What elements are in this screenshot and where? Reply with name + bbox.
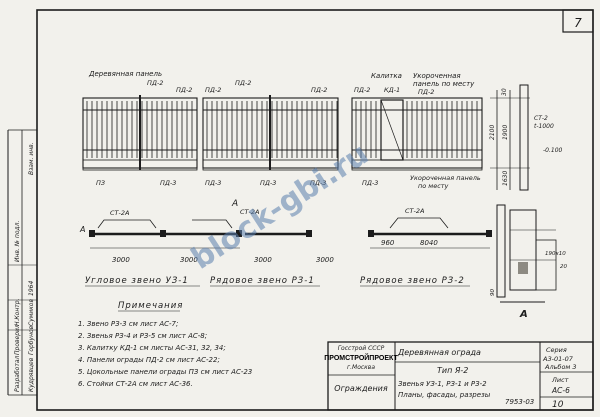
- plan-st2a-1: СТ-2А: [110, 209, 129, 217]
- caption-rz2: Рядовое звено РЗ-2: [360, 276, 465, 286]
- side-name-2: Сумиков: [28, 299, 35, 326]
- plan-dim-960: 960: [381, 239, 395, 247]
- side-titleblock: Разработал Кудрявцев Проверил Горбунов Н…: [7, 129, 37, 396]
- facade-bottom-labels: ПЗ ПД-3 ПД-3 ПД-3 ПД-3 ПД-3 Укороченная …: [96, 174, 481, 190]
- sheet-number: 7: [574, 16, 582, 30]
- side-name-1: Горбунов: [28, 325, 35, 355]
- note-1: 1. Звено РЗ-3 см лист АС-7;: [78, 320, 178, 328]
- notes-header: Примечания: [118, 301, 183, 311]
- label-elev: -0.100: [543, 147, 563, 154]
- stamp-company-3: г.Москва: [347, 364, 375, 371]
- stamp-title-2: Тип Я-2: [437, 366, 468, 375]
- detail-dim-90: 90: [490, 289, 496, 296]
- notes: Примечания 1. Звено РЗ-3 см лист АС-7; 2…: [78, 301, 252, 388]
- label-on-slope: по месту: [418, 182, 449, 190]
- section-mark-a: А: [231, 199, 238, 209]
- stamp-title-1: Деревянная ограда: [397, 348, 481, 357]
- label-pd2-g: ПД-2: [418, 88, 434, 96]
- stamp-album: Альбом 3: [544, 363, 577, 371]
- plan-dim-8040: 8040: [420, 239, 438, 247]
- side-extra2: Взам. инв.: [28, 142, 35, 175]
- stamp-subject: Ограждения: [334, 384, 388, 393]
- plan-dim-3: 3000: [254, 256, 272, 264]
- label-pd3-c: ПД-3: [260, 179, 276, 187]
- side-row-0: Разработал: [14, 355, 21, 392]
- stamp-company-2: ПРОМСТРОЙПРОЕКТ: [324, 353, 398, 362]
- side-row-1: Проверил: [14, 324, 21, 355]
- side-name-0: Кудрявцев: [28, 357, 35, 392]
- captions: Угловое звено УЗ-1 Рядовое звено РЗ-1 Ря…: [85, 276, 470, 287]
- plan-dim-4: 3000: [316, 256, 334, 264]
- label-shortened: Укороченная: [413, 72, 461, 80]
- label-kd1: КД-1: [384, 86, 400, 94]
- dim-h1900: 1900: [502, 125, 509, 140]
- label-t1000: t-1000: [534, 123, 554, 130]
- label-pd2-d: ПД-2: [235, 79, 251, 87]
- plan-st2a-2: СТ-2А: [240, 208, 259, 216]
- plan-mark-a: А: [79, 225, 85, 234]
- caption-rz1: Рядовое звено РЗ-1: [210, 276, 315, 286]
- detail-mark-a: А: [519, 309, 528, 320]
- dim-h30: 30: [501, 88, 508, 96]
- label-pz-a: ПЗ: [96, 179, 105, 187]
- stamp-company-1: Госстрой СССР: [338, 345, 385, 352]
- detail-dim-20: 20: [560, 264, 567, 270]
- label-shortened-slope: Укороченная панель: [410, 174, 481, 182]
- label-pd3-e: ПД-3: [362, 179, 378, 187]
- label-pd2-f: ПД-2: [354, 86, 370, 94]
- stamp-sheet-code: 7953-03: [505, 398, 534, 406]
- detail-dim-190: 190х10: [545, 251, 566, 257]
- stamp-seria-label: Серия: [546, 346, 567, 354]
- label-pd3-d: ПД-3: [310, 179, 326, 187]
- facade-rz1: [202, 95, 339, 171]
- label-pd2-b: ПД-2: [176, 86, 192, 94]
- side-section: 30 2100 1900 1630 СТ-2 t-1000 -0.100 А: [231, 84, 563, 209]
- watermark: block-gbi.ru: [185, 137, 375, 277]
- label-pd3-b: ПД-3: [205, 179, 221, 187]
- plan-dim-1: 3000: [112, 256, 130, 264]
- stamp-list-label: Лист: [551, 376, 569, 384]
- detail-a: 190х10 20 90 А: [490, 204, 567, 320]
- stamp-list-value: АС-6: [551, 386, 570, 395]
- side-row-2: Н.Контр.: [14, 298, 21, 326]
- note-4: 4. Панели ограды ПД-2 см лист АС-22;: [78, 356, 220, 364]
- dim-h2100: 2100: [489, 125, 496, 140]
- side-extra: Инв. № подл.: [14, 221, 21, 262]
- stamp-seria-value: АЗ-01-07: [542, 355, 574, 363]
- stamp-title-3: Звенья УЗ-1, РЗ-1 и РЗ-2: [398, 380, 487, 388]
- fence-slats: [86, 101, 478, 158]
- label-panel-wood: Деревянная панель: [88, 70, 162, 78]
- note-5: 5. Цокольные панели ограды ПЗ см лист АС…: [78, 368, 252, 376]
- plan-st2a-3: СТ-2А: [405, 207, 424, 215]
- facade-labels: Деревянная панель ПД-2 ПД-2 ПД-2 ПД-2 ПД…: [88, 70, 475, 96]
- dim-h1630: 1630: [502, 171, 509, 186]
- stamp-sheet-page: 10: [552, 400, 564, 410]
- facade-uz1: [82, 95, 198, 171]
- plan-dim-2: 3000: [180, 256, 198, 264]
- label-pd2-e: ПД-2: [311, 86, 327, 94]
- caption-uz1: Угловое звено УЗ-1: [85, 276, 189, 286]
- label-gate: Калитка: [371, 72, 402, 80]
- label-st2: СТ-2: [534, 115, 548, 122]
- label-pd3-a: ПД-3: [160, 179, 176, 187]
- note-2: 2. Звенья РЗ-4 и РЗ-5 см лист АС-8;: [78, 332, 207, 340]
- title-stamp: Госстрой СССР ПРОМСТРОЙПРОЕКТ г.Москва О…: [324, 341, 594, 411]
- label-panel-on-site: панель по месту: [413, 80, 475, 88]
- label-pd2-c: ПД-2: [205, 86, 221, 94]
- side-date: 1964: [28, 281, 35, 296]
- label-pd2-a: ПД-2: [147, 79, 163, 87]
- note-6: 6. Стойки СТ-2А см лист АС-36.: [78, 380, 193, 388]
- plan-views: А СТ-2А СТ-2А 3000 3000 3000 3000 СТ-2А …: [79, 207, 492, 264]
- sheet-frame: [36, 9, 594, 411]
- sheet-number-box: [562, 9, 594, 33]
- stamp-title-4: Планы, фасады, разрезы: [398, 391, 491, 399]
- note-3: 3. Калитку КД-1 см листы АС-31, 32, 34;: [78, 344, 226, 352]
